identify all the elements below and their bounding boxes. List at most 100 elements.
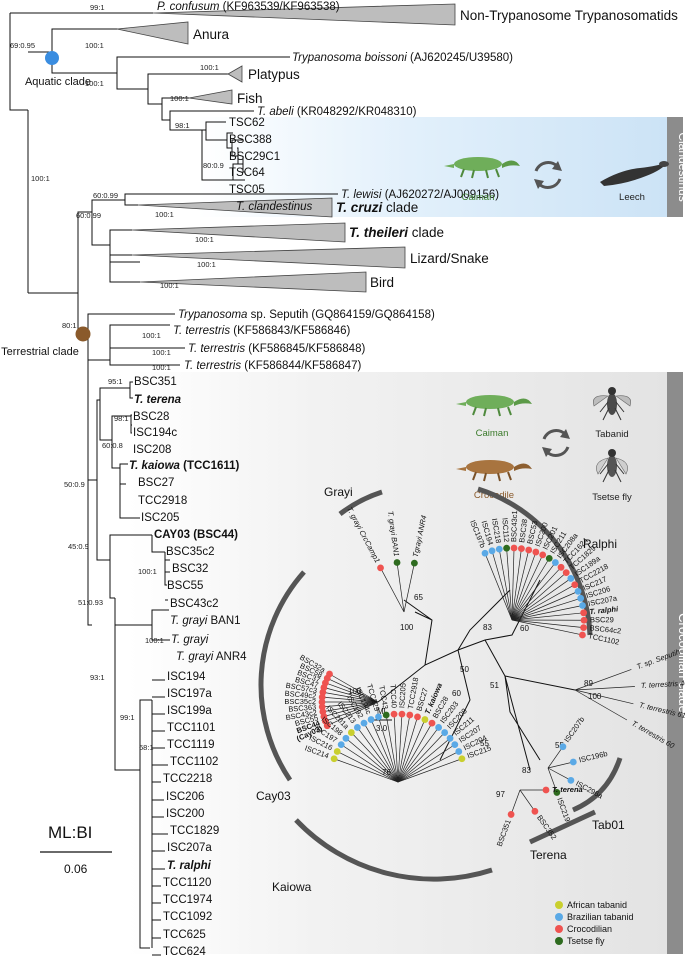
ralphi-leaf-dot xyxy=(571,581,578,588)
ralphi-leaf-dot xyxy=(518,545,525,552)
support-fish: 100:1 xyxy=(170,94,189,103)
leaf-tsc62: TSC62 xyxy=(229,117,265,129)
leaf-terrestris-1: T. terrestris (KF586843/KF586846) xyxy=(173,325,350,337)
ralphi-leaf-dot xyxy=(552,559,559,566)
platypus-triangle xyxy=(228,66,242,82)
ralphi-leaf-dot xyxy=(503,545,510,552)
croc-leaf-isc199a: ISC199a xyxy=(167,705,212,717)
croc-support-68-1: 68:1 xyxy=(139,743,154,752)
support-lizard: 100:1 xyxy=(197,260,216,269)
leaf-theileri: T. theileri clade xyxy=(349,225,444,240)
kaiowa-leaf-dot xyxy=(334,748,341,755)
kaiowa-leaf-dot xyxy=(455,748,462,755)
croc-leaf-bsc55: BSC55 xyxy=(167,580,203,592)
leaf-abeli: T. abeli (KR048292/KR048310) xyxy=(257,106,417,118)
kaiowa-leaf-dot xyxy=(368,716,375,723)
croc-support-95-1: 95:1 xyxy=(108,377,123,386)
ralphi-leaf-dot xyxy=(575,588,582,595)
kaiowa-leaf-dot xyxy=(451,741,458,748)
ralphi-leaf-dot xyxy=(579,632,586,639)
croc-leaf-grayi-ban1: T. grayi BAN1 xyxy=(170,615,241,627)
croc-leaf-bsc43c2: BSC43c2 xyxy=(170,598,219,610)
croc-leaf-bsc27: BSC27 xyxy=(138,477,174,489)
terena-leaf-dot xyxy=(508,811,515,818)
croc-leaf-bsc351: BSC351 xyxy=(134,376,177,388)
croc-leaf-isc206: ISC206 xyxy=(166,791,204,803)
aquatic-clade-label-text: Aquatic clade xyxy=(25,76,91,88)
scale-bar: ML:BI 0.06 xyxy=(40,823,112,876)
legend-crocodilian: Crocodilian xyxy=(567,924,612,934)
leaf-clandestinus: T. clandestinus xyxy=(236,201,313,213)
kaiowa-leaf-dot xyxy=(361,720,368,727)
support-clan2: 80:0.9 xyxy=(203,161,224,170)
croc-leaf-terena: T. terena xyxy=(134,394,182,406)
croc-leaf-grayi-anr4: T. grayi ANR4 xyxy=(176,651,247,663)
croc-leaf-tcc1102: TCC1102 xyxy=(170,756,218,768)
leaf-anura: Anura xyxy=(193,27,230,42)
leech-label: Leech xyxy=(619,192,645,203)
croc-leaf-isc194: ISC194 xyxy=(167,671,206,683)
terena-leaf-dot xyxy=(532,808,539,815)
ralphi-leaf-dot xyxy=(563,569,570,576)
kaiowa-leaf-dot xyxy=(338,741,345,748)
croc-support-98-1: 98:1 xyxy=(114,414,129,423)
caiman-top-label: Caiman xyxy=(462,192,495,203)
croc-leaf-bsc32: BSC32 xyxy=(172,563,208,575)
leaf-bsc388: BSC388 xyxy=(229,134,272,146)
crocodilian-side-label: Crocodilian clade xyxy=(676,613,685,713)
net-support-60a: 60 xyxy=(520,624,529,633)
kaiowa-leaf-dot xyxy=(383,712,390,719)
legend-dot-tsetse xyxy=(555,937,563,945)
croc-support-60-08: 60:0.8 xyxy=(102,441,123,450)
ralphi-leaf-dot xyxy=(580,624,587,631)
support-80-1: 80:1 xyxy=(62,321,77,330)
support-ter-b: 100:1 xyxy=(152,348,171,357)
tabanid-label: Tabanid xyxy=(595,429,628,440)
croc-support-99-1: 99:1 xyxy=(120,713,135,722)
leaf-terrestris-3: T. terrestris (KF586844/KF586847) xyxy=(184,360,361,372)
croc-support-50-09: 50:0.9 xyxy=(64,480,85,489)
leaf-boissoni: Trypanosoma boissoni (AJ620245/U39580) xyxy=(292,52,513,64)
croc-leaf-isc208: ISC208 xyxy=(133,444,171,456)
legend-tsetse: Tsetse fly xyxy=(567,936,605,946)
clandestinus-side-label: Clandestinus xyxy=(676,132,685,201)
terrestrial-clade-label: Terrestrial clade xyxy=(1,346,79,358)
lizard-triangle xyxy=(132,247,405,268)
kaiowa-leaf-dot xyxy=(343,735,350,742)
leaf-cruzi: T. cruzi clade xyxy=(336,200,418,215)
kaiowa-leaf-dot xyxy=(422,716,429,723)
leaf-bird: Bird xyxy=(370,275,394,290)
leaf-ntt: Non-Trypanosome Trypanosomatids xyxy=(460,8,678,23)
tab01-leaf-dot xyxy=(570,759,577,766)
kaiowa-leaf-dot xyxy=(399,711,406,718)
croc-leaf-tcc1120: TCC1120 xyxy=(163,877,211,889)
kaiowa-leaf-dot xyxy=(354,724,361,731)
croc-leaf-isc205: ISC205 xyxy=(141,512,179,524)
tab01-leaf-dot xyxy=(560,743,567,750)
croc-leaf-tcc1119: TCC1119 xyxy=(167,739,215,751)
support-anura: 100:1 xyxy=(85,41,104,50)
support-60-099b: 60:0.99 xyxy=(76,211,101,220)
net-support-60b: 60 xyxy=(452,689,461,698)
croc-leaf-isc207a: ISC207a xyxy=(167,842,212,854)
support-theileri: 100:1 xyxy=(195,235,214,244)
support-platypus: 100:1 xyxy=(200,63,219,72)
support-terr-top: 100:1 xyxy=(31,174,50,183)
leaf-confusum: P. confusum (KF963539/KF963538) xyxy=(157,1,340,13)
kaiowa-leaf-dot xyxy=(375,713,382,720)
croc-leaf-bsc35c2: BSC35c2 xyxy=(166,546,215,558)
leaf-lizard: Lizard/Snake xyxy=(410,251,489,266)
net-support-83b: 83 xyxy=(522,766,531,775)
ralphi-leaf-dot xyxy=(580,609,587,616)
croc-support-cay: 100:1 xyxy=(138,567,157,576)
scale-title: ML:BI xyxy=(48,823,92,842)
kaiowa-leaf-dot xyxy=(429,720,436,727)
support-ter-c: 100:1 xyxy=(152,363,171,372)
leaf-bsc29c1: BSC29C1 xyxy=(229,151,280,163)
croc-leaf-tcc624: TCC624 xyxy=(163,946,206,957)
aquatic-node-dot xyxy=(45,51,59,65)
net-support-83: 83 xyxy=(483,623,492,632)
ralphi-leaf-dot xyxy=(539,551,546,558)
cluster-kaiowa: Kaiowa xyxy=(272,880,312,894)
net-support-65: 65 xyxy=(414,593,423,602)
